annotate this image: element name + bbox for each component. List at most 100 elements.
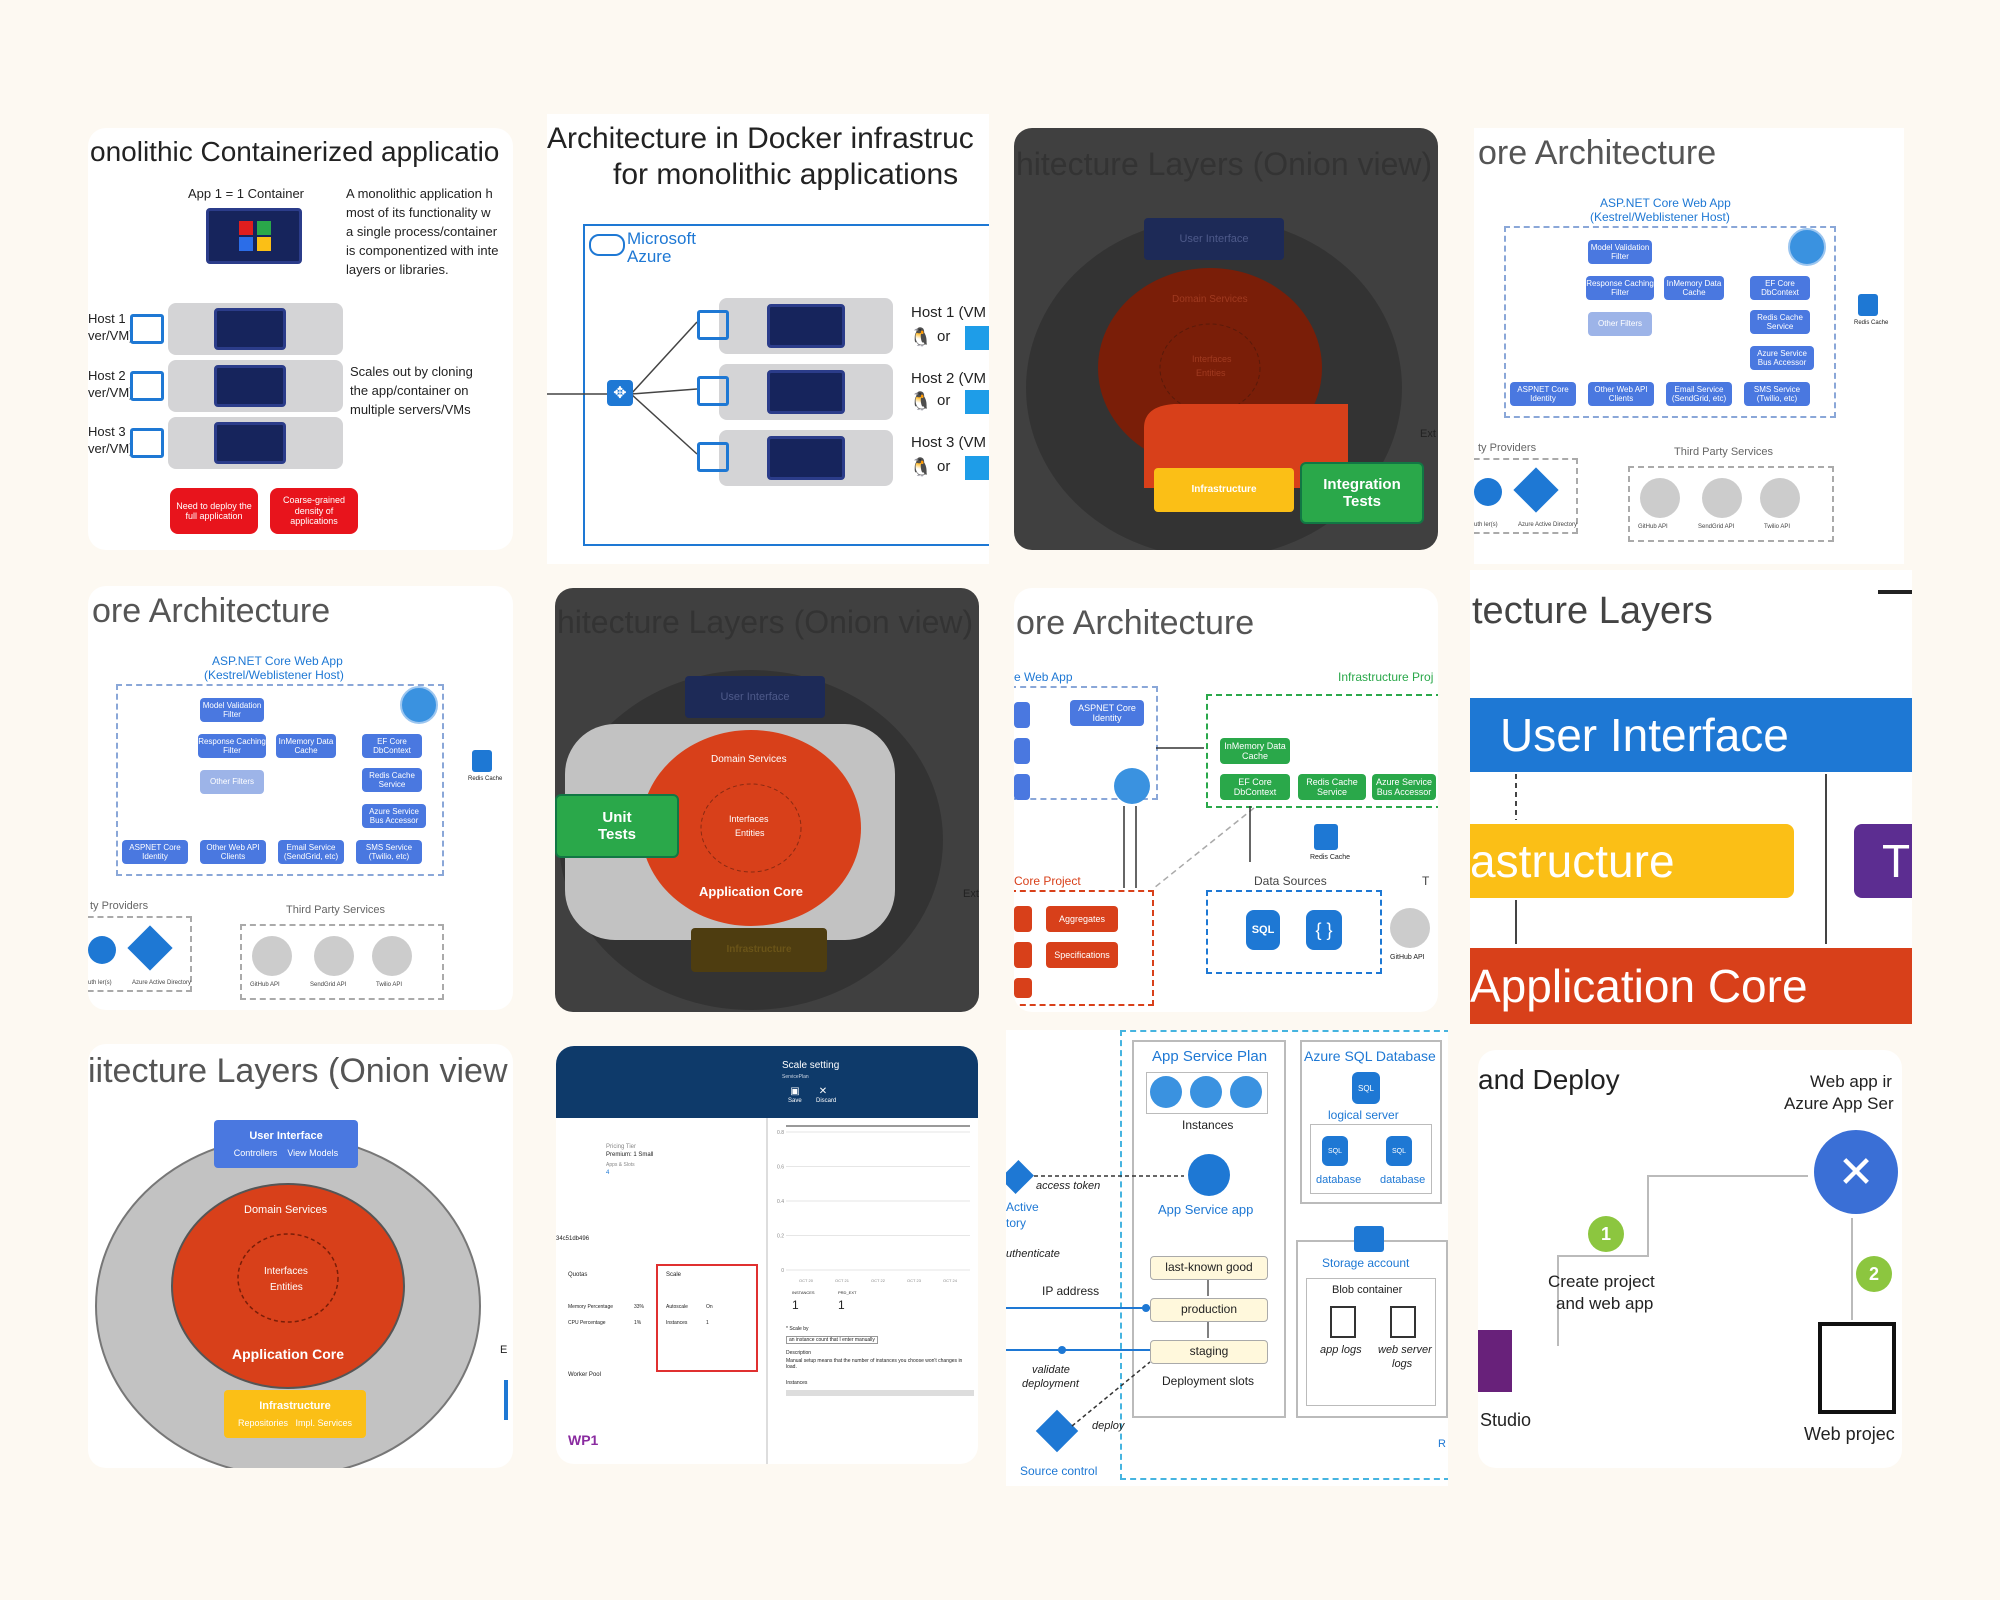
domain-label: Domain Services	[244, 1204, 328, 1216]
tile-docker-infrastructure[interactable]: Architecture in Docker infrastruc for mo…	[547, 114, 989, 564]
interfaces-label: Interfaces	[1192, 354, 1232, 364]
third-party-label: Third Party Services	[1674, 446, 1774, 458]
azure-frame	[583, 224, 989, 546]
web-project-label: Web projec	[1804, 1424, 1895, 1444]
close-icon[interactable]: ✕	[818, 1085, 828, 1097]
gear-icon	[88, 936, 116, 964]
pricing-tier-label: Pricing Tier	[606, 1144, 637, 1150]
host-1-label: Host 1	[88, 311, 126, 326]
github-icon	[1390, 908, 1430, 948]
plan-id: 34c51db496	[556, 1236, 590, 1242]
third-party-boundary	[1628, 466, 1834, 542]
tile-monolithic-containerized[interactable]: onolithic Containerized applicatio App 1…	[88, 128, 513, 550]
tile-title-line-1: Architecture in Docker infrastruc	[547, 122, 974, 155]
app-service-icon	[1188, 1154, 1230, 1196]
database-icon: SQL	[1386, 1136, 1412, 1166]
validate-label: validate	[1032, 1364, 1070, 1376]
discard-button[interactable]: Discard	[816, 1098, 837, 1104]
web-app-label: Web app ir	[1810, 1072, 1892, 1091]
quotas-label: Quotas	[568, 1272, 588, 1278]
integration-tests-box: Integration Tests	[1300, 462, 1424, 524]
github-icon	[252, 936, 292, 976]
tile-title: onolithic Containerized applicatio	[90, 136, 500, 167]
deployment-slots-label: Deployment slots	[1162, 1374, 1255, 1388]
tile-title: ore Architecture	[1016, 604, 1255, 642]
windows-icon	[965, 390, 989, 414]
third-party-label: Third Party Services	[286, 904, 386, 916]
tests-banner: T	[1854, 824, 1912, 898]
core-box-b	[1014, 942, 1032, 968]
infra-label: Infrastructure	[259, 1399, 331, 1412]
instances-frame	[1146, 1072, 1268, 1114]
cpu-label: CPU Percentage	[568, 1320, 606, 1326]
tile-build-deploy[interactable]: and Deploy Web app ir Azure App Ser ✕ 1 …	[1478, 1050, 1902, 1468]
box-response-caching: Response Caching Filter	[198, 734, 266, 758]
studio-label: Studio	[1480, 1410, 1532, 1430]
host-1-label: Host 1 (VM	[911, 304, 987, 321]
windows-icon	[965, 456, 989, 480]
tile-onion-unit[interactable]: hitecture Layers (Onion view) User Inter…	[555, 588, 979, 1012]
core-banner: Application Core	[1470, 948, 1912, 1024]
tile-onion-light[interactable]: iitecture Layers (Onion view User Interf…	[88, 1044, 513, 1468]
slot-staging[interactable]: staging	[1150, 1340, 1268, 1364]
infra-boundary	[1206, 694, 1438, 808]
web-box-a	[1014, 702, 1030, 728]
icon-label-sendgrid: SendGrid API	[1698, 524, 1735, 530]
app-container	[206, 208, 302, 264]
chart-y-tick: 0	[781, 1268, 784, 1274]
create-label-2: and web app	[1556, 1294, 1654, 1313]
db-frame	[1310, 1124, 1432, 1194]
scale-by-value[interactable]: an instance count that I enter manually	[786, 1336, 878, 1344]
container-2	[767, 370, 845, 414]
or-label: or	[937, 458, 951, 475]
database-label: database	[1380, 1174, 1426, 1186]
worker-pool-label: Worker Pool	[568, 1372, 601, 1378]
tile-app-service[interactable]: App Service Plan Instances App Service a…	[1006, 1030, 1448, 1486]
legend-prd-ext-value: 1	[838, 1298, 845, 1312]
tile-title: iitecture Layers (Onion view	[88, 1052, 508, 1090]
data-sources-boundary	[1206, 890, 1382, 974]
scale-line-1: Scales out by cloning	[350, 364, 473, 379]
save-button[interactable]: Save	[788, 1098, 802, 1104]
tile-layers-banners[interactable]: tecture Layers User Interface astructure…	[1470, 570, 1912, 1024]
wp-label[interactable]: WP1	[568, 1432, 599, 1448]
container-3	[214, 422, 286, 464]
scale-panel[interactable]	[656, 1264, 758, 1372]
providers-label: ty Providers	[1478, 442, 1537, 454]
chart-y-tick: 0.2	[777, 1234, 784, 1240]
icon-label-aad: Azure Active Directory	[132, 980, 192, 986]
host-sub: (Kestrel/Weblistener Host)	[1590, 210, 1730, 224]
slot-last-known-good[interactable]: last-known good	[1150, 1256, 1268, 1280]
storage-label: Storage account	[1322, 1256, 1410, 1270]
tile-core-projects[interactable]: ore Architecture e Web App Infrastructur…	[1014, 588, 1438, 1012]
core-project-label: Core Project	[1014, 874, 1081, 888]
box-redis: Redis Cache Service	[362, 768, 422, 792]
service-plan-label: ServicePlan	[782, 1074, 809, 1080]
box-ef-core: EF Core DbContext	[362, 734, 422, 758]
tile-title: hitecture Layers (Onion view)	[557, 604, 974, 640]
infra-layer[interactable]: Infrastructure Repositories Impl. Servic…	[224, 1390, 366, 1438]
save-icon[interactable]: ▣	[790, 1085, 800, 1097]
icon-label-github: GitHub API	[1638, 524, 1668, 530]
providers-label: ty Providers	[90, 900, 149, 912]
ui-layer[interactable]: User Interface Controllers View Models	[214, 1120, 358, 1168]
instances-slider[interactable]	[786, 1390, 974, 1396]
slot-production[interactable]: production	[1150, 1298, 1268, 1322]
host-3-label: Host 3 (VM	[911, 434, 987, 451]
box-other-filters: Other Filters	[200, 770, 264, 794]
ui-layer: User Interface	[1144, 218, 1284, 260]
twilio-icon	[1760, 478, 1800, 518]
linux-icon: 🐧	[909, 326, 933, 347]
core-label: Application Core	[232, 1346, 345, 1362]
blade-divider	[766, 1118, 768, 1464]
tile-azure-portal[interactable]: Scale setting ServicePlan Save Discard ▣…	[556, 1046, 978, 1464]
validate-label-2: deployment	[1022, 1378, 1079, 1390]
app-service-plan-box	[1132, 1040, 1286, 1418]
tile-core-architecture-1[interactable]: ore Architecture ASP.NET Core Web App (K…	[1474, 128, 1904, 564]
vm-icon	[130, 428, 164, 458]
scale-line-2: the app/container on	[350, 383, 469, 398]
tile-onion-integration[interactable]: hitecture Layers (Onion view) User Inter…	[1014, 128, 1438, 550]
host-3-sub: ver/VM)	[88, 441, 134, 456]
web-app-label: e Web App	[1014, 670, 1073, 684]
tile-core-architecture-2[interactable]: ore Architecture ASP.NET Core Web App (K…	[88, 586, 513, 1010]
